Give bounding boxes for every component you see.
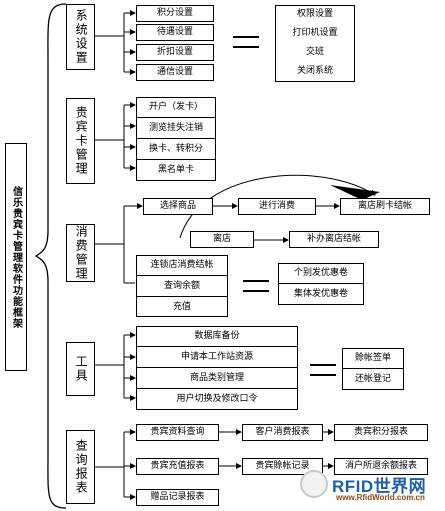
rfid-logo-icon <box>300 470 328 498</box>
consume-coupon-individual: 个别发优惠卷 <box>278 263 364 284</box>
vip-item-blacklist: 黑名单卡 <box>157 165 194 175</box>
tools-equals-sign <box>310 364 336 376</box>
tools-item-backup: 数据库备份 <box>136 326 298 347</box>
consume-items-group <box>136 255 228 317</box>
consume-coupon-group <box>278 263 364 305</box>
system-equals-sign <box>233 36 259 48</box>
system-extra-close: 关闭系统 <box>296 66 333 76</box>
root-brace <box>34 3 67 509</box>
consume-item-recharge: 充值 <box>172 301 191 312</box>
watermark: RFID世界网 www.RfidWorld.com.cn <box>300 470 440 506</box>
system-item-discount: 折扣设置 <box>136 44 214 61</box>
section-consumption-management: 消费管理 <box>66 224 95 282</box>
tools-item-category: 商品类别管理 <box>136 368 298 389</box>
consume-equals-sign <box>243 280 269 292</box>
consume-pay: 进行消费 <box>238 198 316 215</box>
section-tools: 工具 <box>66 342 95 396</box>
watermark-url: www.RfidWorld.com.cn <box>336 493 425 502</box>
system-extra-shift: 交班 <box>305 47 324 57</box>
consume-item-chain: 连锁店消费结帐 <box>136 255 228 276</box>
consume-select-goods: 选择商品 <box>143 198 213 215</box>
tools-credit-sign: 賒帐签单 <box>342 348 404 369</box>
report-vip-credit: 贵宾賒帐记录 <box>242 458 323 475</box>
pointer-triangle <box>330 185 380 200</box>
consume-supplement-checkout: 补办离店结帐 <box>289 231 379 248</box>
vip-item-browse: 测览挂失注销 <box>136 118 216 139</box>
root-title: 信乐贵宾卡管理软件功能框架 <box>5 143 27 371</box>
section-system-settings: 系统设置 <box>66 4 95 70</box>
report-vip-info: 贵宾资料查询 <box>136 424 219 441</box>
report-customer-consumption: 客户消费报表 <box>242 424 323 441</box>
system-extra-group <box>275 5 355 82</box>
vip-item-open: 开户（发卡） <box>136 97 216 118</box>
consume-coupon-group-issue: 集体发优惠卷 <box>293 289 348 299</box>
tools-item-resources: 申请本工作站资源 <box>136 347 298 368</box>
tools-credit-group <box>342 348 404 390</box>
tools-item-user-switch: 用户切换及修改口令 <box>176 394 258 404</box>
system-item-points: 积分设置 <box>136 5 214 22</box>
tools-credit-repay: 还帐登记 <box>354 374 391 384</box>
vip-group <box>136 97 216 181</box>
vip-item-change: 换卡、转积分 <box>136 139 216 160</box>
system-item-treatment: 待遇设置 <box>136 24 214 41</box>
section-vip-card-management: 贵宾卡管理 <box>66 98 95 184</box>
system-extra-printer: 打印机设置 <box>292 28 338 38</box>
watermark-title: RFID世界网 <box>332 477 427 496</box>
system-extra-permissions: 权限设置 <box>296 9 333 19</box>
report-vip-points: 贵宾积分报表 <box>334 424 428 441</box>
tools-group <box>136 326 298 410</box>
system-item-communication: 通信设置 <box>136 64 214 81</box>
section-query-reports: 查询报表 <box>66 430 95 504</box>
consume-card-checkout: 离店刷卡结帐 <box>340 198 430 215</box>
report-vip-recharge: 贵宾充值报表 <box>136 458 219 475</box>
consume-leave: 离店 <box>190 231 254 248</box>
consume-item-balance: 查询余额 <box>136 276 228 297</box>
report-refund-balance: 消户所退余额报表 <box>334 458 428 475</box>
report-gift-records: 赠品记录报表 <box>136 489 219 506</box>
